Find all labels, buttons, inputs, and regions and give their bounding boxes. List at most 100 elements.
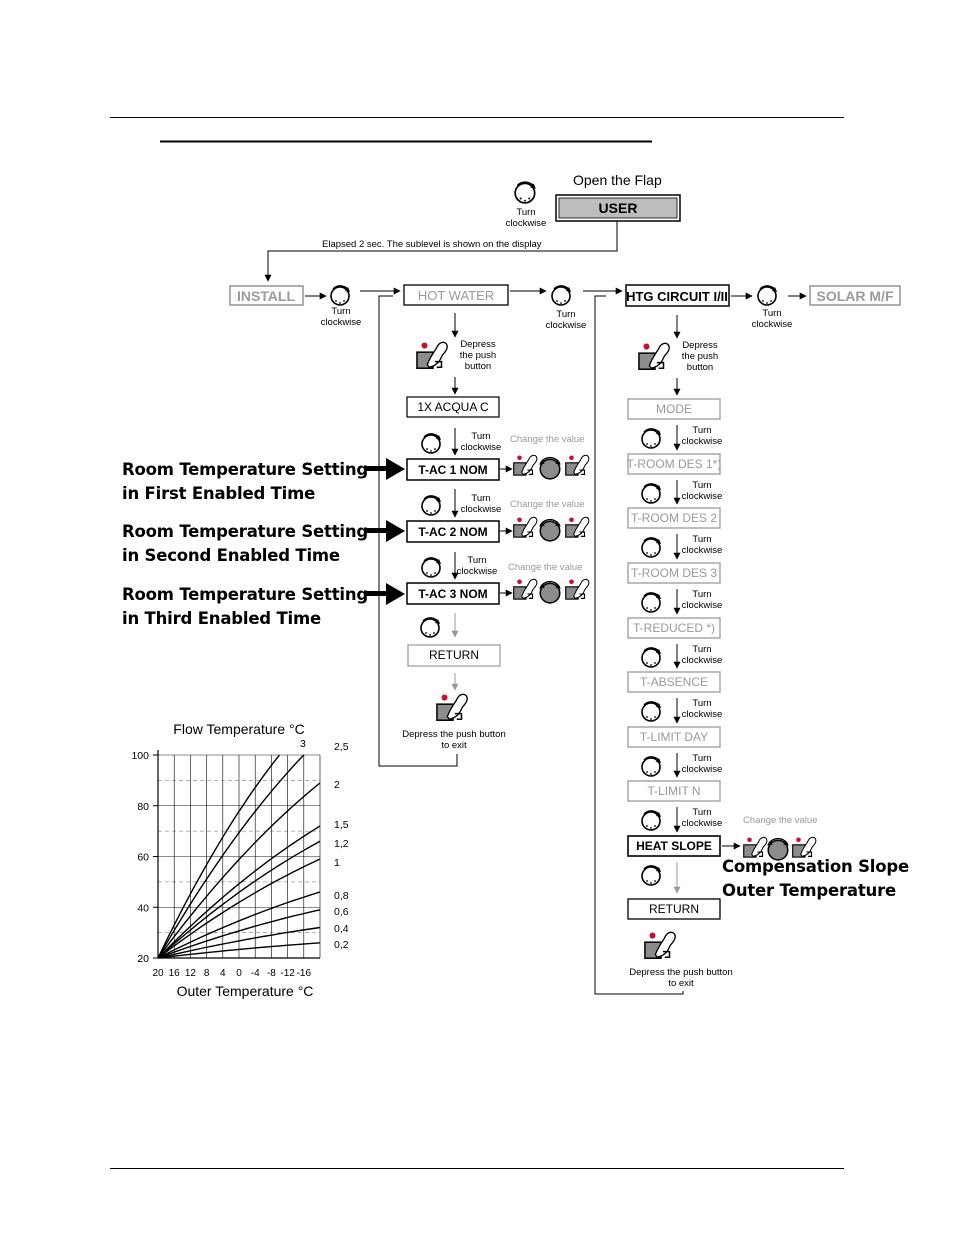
- rotary-knob-icon: [420, 617, 441, 638]
- slope-line-2: [157, 782, 321, 959]
- menu-htg-circuit[interactable]: HTG CIRCUIT I/II: [625, 284, 730, 307]
- svg-text:clockwise: clockwise: [461, 504, 502, 515]
- svg-text:Turn: Turn: [331, 306, 350, 317]
- x-tick-label: 0: [236, 968, 242, 979]
- push-button-icon: [565, 454, 590, 476]
- pointer-arrow-3: [364, 583, 405, 605]
- slope-line-7: [157, 909, 321, 959]
- svg-text:Depress: Depress: [460, 339, 496, 350]
- menu-solar[interactable]: SOLAR M/F: [809, 285, 901, 306]
- slope-label: 1,2: [334, 838, 349, 850]
- svg-text:T-AC 3 NOM: T-AC 3 NOM: [418, 587, 487, 601]
- clockwise-text: clockwise: [682, 818, 723, 829]
- turn-text: Turn: [692, 589, 711, 600]
- clockwise-text: clockwise: [682, 764, 723, 775]
- slope-label: 1: [334, 857, 340, 869]
- rotary-knob-icon: [538, 456, 562, 480]
- htg-item-3[interactable]: T-ROOM DES 3: [627, 562, 721, 584]
- clockwise-text: clockwise: [682, 491, 723, 502]
- clockwise-text: clockwise: [682, 600, 723, 611]
- slope-label: 1,5: [334, 819, 349, 831]
- hw-item-tac3[interactable]: T-AC 3 NOM: [406, 582, 500, 605]
- svg-text:clockwise: clockwise: [461, 442, 502, 453]
- svg-text:SOLAR M/F: SOLAR M/F: [817, 288, 894, 304]
- y-tick-label: 60: [137, 852, 149, 864]
- rotary-knob-icon: [641, 865, 662, 886]
- push-button-icon: [513, 516, 538, 538]
- svg-text:1X ACQUA C: 1X ACQUA C: [417, 400, 489, 414]
- push-button-icon: [565, 516, 590, 538]
- svg-text:Change the value: Change the value: [510, 434, 584, 445]
- svg-text:Change the value: Change the value: [743, 815, 817, 826]
- slope-label: 0,2: [334, 939, 349, 951]
- svg-text:USER: USER: [599, 200, 638, 216]
- svg-text:INSTALL: INSTALL: [237, 288, 296, 304]
- turn-text: Turn: [692, 753, 711, 764]
- rotary-knob-icon: [421, 557, 442, 578]
- rotary-knob-icon: [641, 428, 662, 449]
- y-tick-label: 100: [131, 750, 149, 762]
- svg-text:T-LIMIT DAY: T-LIMIT DAY: [640, 730, 708, 744]
- chart-title: Flow Temperature °C: [173, 721, 304, 737]
- clockwise-text: clockwise: [682, 436, 723, 447]
- svg-text:Turn: Turn: [471, 431, 490, 442]
- htg-item-8[interactable]: HEAT SLOPE: [627, 835, 721, 857]
- menu-install[interactable]: INSTALL: [229, 285, 304, 306]
- svg-text:Open the Flap: Open the Flap: [573, 172, 662, 188]
- svg-text:Depress the push button: Depress the push button: [629, 967, 733, 978]
- svg-text:T-ABSENCE: T-ABSENCE: [640, 675, 708, 689]
- svg-text:T-REDUCED *): T-REDUCED *): [633, 621, 715, 635]
- htg-item-7[interactable]: T-LIMIT N: [627, 780, 721, 802]
- x-tick-label: -12: [280, 968, 295, 979]
- htg-item-5[interactable]: T-ABSENCE: [627, 671, 721, 693]
- clockwise-text: clockwise: [682, 655, 723, 666]
- slope-line-5: [157, 858, 321, 959]
- rotary-knob-icon: [641, 592, 662, 613]
- hw-item-acqua[interactable]: 1X ACQUA C: [406, 396, 500, 418]
- htg-item-4[interactable]: T-REDUCED *): [627, 617, 721, 639]
- svg-text:the push: the push: [460, 350, 496, 361]
- rotary-knob-icon: [538, 580, 562, 604]
- slope-label: 0,8: [334, 890, 349, 902]
- y-tick-label: 80: [137, 801, 149, 813]
- x-tick-label: -4: [251, 968, 260, 979]
- svg-text:clockwise: clockwise: [752, 319, 793, 330]
- hw-item-return[interactable]: RETURN: [407, 644, 501, 667]
- rotary-knob-icon: [641, 647, 662, 668]
- x-tick-label: 4: [220, 968, 226, 979]
- hw-item-tac2[interactable]: T-AC 2 NOM: [406, 520, 500, 543]
- push-button-icon: [638, 342, 670, 370]
- svg-text:the push: the push: [682, 351, 718, 362]
- svg-text:Turn: Turn: [762, 308, 781, 319]
- elapsed-note: Elapsed 2 sec. The sublevel is shown on …: [322, 239, 542, 250]
- svg-text:Turn: Turn: [471, 493, 490, 504]
- svg-text:RETURN: RETURN: [649, 902, 699, 916]
- svg-text:MODE: MODE: [656, 402, 692, 416]
- rotary-knob-icon: [641, 701, 662, 722]
- slope-line-4: [157, 840, 321, 959]
- hw-item-tac1[interactable]: T-AC 1 NOM: [406, 458, 500, 481]
- svg-text:HTG CIRCUIT I/II: HTG CIRCUIT I/II: [626, 289, 728, 304]
- svg-text:Turn: Turn: [467, 555, 486, 566]
- menu-hot-water[interactable]: HOT WATER: [403, 284, 509, 306]
- svg-text:to exit: to exit: [668, 978, 694, 989]
- x-tick-label: -16: [297, 968, 312, 979]
- user-button[interactable]: USER: [555, 194, 681, 222]
- clockwise-text: clockwise: [682, 709, 723, 720]
- htg-item-2[interactable]: T-ROOM DES 2: [627, 507, 721, 529]
- turn-text: Turn: [692, 698, 711, 709]
- clockwise-text: clockwise: [506, 218, 547, 229]
- svg-text:T-AC 1 NOM: T-AC 1 NOM: [418, 463, 487, 477]
- push-button-icon: [436, 693, 468, 721]
- rotary-knob-icon: [641, 756, 662, 777]
- y-tick-label: 40: [137, 902, 149, 914]
- htg-item-6[interactable]: T-LIMIT DAY: [627, 726, 721, 748]
- slope-label: 0,6: [334, 906, 349, 918]
- htg-item-0[interactable]: MODE: [627, 398, 721, 420]
- htg-item-9[interactable]: RETURN: [627, 898, 721, 920]
- htg-item-1[interactable]: T-ROOM DES 1*): [627, 453, 722, 475]
- x-axis-label: Outer Temperature °C: [177, 983, 314, 999]
- rotary-knob-icon: [421, 433, 442, 454]
